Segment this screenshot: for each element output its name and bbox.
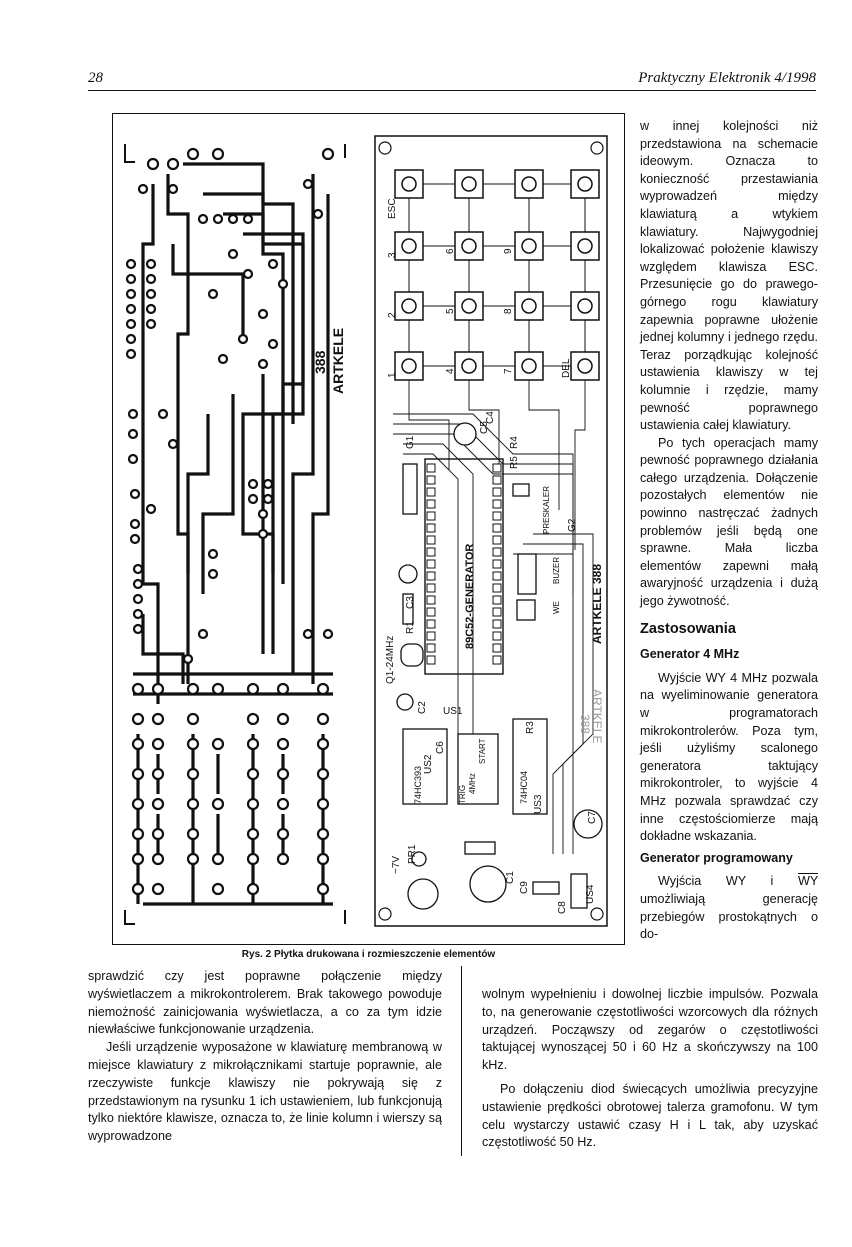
comp-c8: C8	[557, 901, 568, 914]
key-8-label: 8	[503, 308, 514, 314]
key-esc-label: ESC	[387, 198, 398, 219]
paragraph: Jeśli urządzenie wyposażone w klawiaturę…	[88, 1040, 442, 1144]
comp-g2: G2	[567, 518, 578, 532]
pcb-copper-side: 388 ARTKELE	[124, 144, 346, 925]
key-5-label: 5	[445, 308, 456, 314]
comp-us2: US2	[423, 754, 434, 774]
comp-74hc04: 74HC04	[519, 771, 529, 804]
paragraph: Po tych operacjach mamy pewność poprawne…	[640, 435, 818, 609]
paragraph: wolnym wypełnieniu i dowolnej liczbie im…	[482, 987, 818, 1073]
text-run: umożliwiają generację przebiegów prostok…	[640, 891, 818, 942]
microcontroller-chip	[424, 458, 504, 675]
section-heading: Zastosowania	[640, 620, 736, 637]
bottom-right-column: wolnym wypełnieniu i dowolnej liczbie im…	[482, 986, 818, 1152]
comp-7v: ~7V	[391, 856, 402, 874]
comp-buzer: BUZER	[552, 557, 561, 584]
comp-q1: Q1-24MHz	[385, 636, 396, 684]
comp-c3: C3	[405, 596, 416, 609]
pcb-pads	[125, 147, 335, 896]
comp-preskaler: PRESKALER	[542, 486, 551, 534]
comp-c6: C6	[435, 741, 446, 754]
paragraph: Wyjścia WY i WY umożliwiają generację pr…	[640, 873, 818, 943]
comp-c4: C4	[485, 411, 496, 424]
key-1-label: 1	[387, 372, 398, 378]
paragraph: w innej kolejności niż przedstawiona na …	[640, 119, 818, 433]
comp-pr1: PR1	[407, 844, 418, 864]
comp-us4: US4	[585, 884, 596, 904]
pcb-label-name: ARTKELE	[330, 328, 346, 394]
mirror-label-name: ARTKELE	[590, 689, 604, 743]
subsection-heading: Generator 4 MHz	[640, 647, 740, 662]
comp-us1: US1	[443, 706, 463, 717]
comp-trig: TRIG	[458, 785, 467, 804]
comp-c5: C5	[479, 421, 490, 434]
comp-c9: C9	[519, 881, 530, 894]
overline-text: WY	[797, 874, 818, 889]
key-del-label: DEL	[561, 358, 572, 378]
key-9-label: 9	[503, 248, 514, 254]
bottom-left-column: sprawdzić czy jest poprawne połączenie m…	[88, 968, 442, 1146]
comp-4mhz: 4MHz	[468, 773, 477, 794]
pcb-traces	[133, 162, 333, 906]
text-run: Wyjścia WY i	[658, 874, 798, 889]
pcb-drawing: 388 ARTKELE	[124, 135, 608, 927]
comp-r5: R5	[509, 456, 520, 469]
key-6-label: 6	[445, 248, 456, 254]
comp-c2: C2	[417, 701, 428, 714]
key-2-label: 2	[387, 312, 398, 318]
comp-c1: C1	[505, 871, 516, 884]
key-7-label: 7	[503, 368, 514, 374]
comp-r4: R4	[509, 436, 520, 449]
comp-g1: G1	[405, 435, 416, 449]
comp-74hc393: 74HC393	[413, 766, 423, 804]
subsection-heading: Generator programowany	[640, 850, 793, 865]
small-components	[396, 422, 603, 910]
comp-start: START	[478, 738, 487, 764]
page-header: 28 Praktyczny Elektronik 4/1998	[88, 70, 816, 91]
comp-us3: US3	[533, 794, 544, 814]
comp-artkele: ARTKELE 388	[590, 564, 604, 644]
keypad	[394, 169, 600, 381]
mirror-label-number: 388	[578, 714, 592, 734]
column-divider	[461, 966, 462, 1156]
comp-r3: R3	[525, 721, 536, 734]
page-number: 28	[88, 70, 103, 86]
pcb-figure: 388 ARTKELE	[112, 113, 625, 945]
right-text-column: w innej kolejności niż przedstawiona na …	[640, 118, 818, 944]
pcb-component-side: ESC 3 2 1 6 5 4 9 8 7 DEL G1 C5 R4 R5 C4…	[374, 135, 608, 927]
paragraph: Wyjście WY 4 MHz pozwala na wyeliminowan…	[640, 670, 818, 844]
key-4-label: 4	[445, 368, 456, 374]
figure-caption: Rys. 2 Płytka drukowana i rozmieszczenie…	[241, 949, 496, 960]
paragraph: sprawdzić czy jest poprawne połączenie m…	[88, 969, 442, 1037]
key-3-label: 3	[387, 252, 398, 258]
comp-c7: C7	[587, 811, 598, 824]
pcb-label-number: 388	[312, 350, 328, 374]
comp-r1: R1	[405, 621, 416, 634]
comp-mcu: 89C52-GENERATOR	[464, 544, 476, 649]
magazine-issue: Praktyczny Elektronik 4/1998	[638, 70, 816, 86]
comp-we: WE	[552, 601, 561, 614]
paragraph: Po dołączeniu diod świecących umożliwia …	[482, 1081, 818, 1150]
